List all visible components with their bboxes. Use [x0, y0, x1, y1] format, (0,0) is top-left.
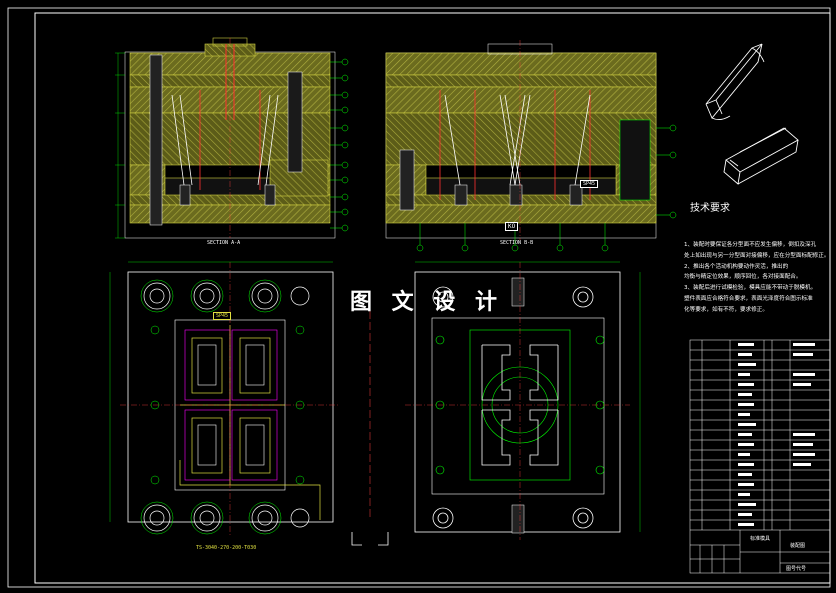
tech-note-line: 2、推出各个活动机构要动作灵活，推出的: [684, 263, 789, 270]
section-label-left: SECTION A-A: [207, 240, 241, 246]
bom-table: [689, 339, 831, 574]
technical-requirements-notes: 1、装配时要保证各分型面不应发生偏移，倒扣及深孔 处上如出现与另一分型面对接偏移…: [684, 240, 830, 316]
tech-note-line: 3、装配后进行试模检验，模具应能不带动于脱模机。: [684, 285, 817, 292]
tech-note-line: 1、装配时要保证各分型面不应发生偏移，倒扣及深孔: [684, 242, 817, 248]
part-isometric-bottom: [723, 127, 799, 185]
part-isometric-top: [705, 43, 765, 121]
plan-view-left: [109, 261, 340, 535]
title-block-sheet-label: 装配图: [790, 543, 806, 549]
sp-tag-right: SP45: [580, 180, 599, 188]
section-label-right: SECTION B-B: [500, 240, 534, 246]
overlay-watermark-title: 图 文 设 计: [350, 290, 503, 315]
title-block-drawing-name: 标准模具: [750, 536, 771, 542]
tech-note-line: 均衡与精定位效果，顺序回位，各对接面配合。: [684, 274, 802, 281]
title-block-number-label: 图号代号: [786, 566, 807, 572]
ko-tag: KO: [505, 222, 519, 231]
bottom-dimension-label: TS-3040-270-200-T030: [196, 545, 257, 551]
sp-tag-left: SP45: [213, 312, 232, 320]
plan-view-right: [405, 261, 641, 540]
tech-note-line: 处上如出现与另一分型面对接偏移，应在分型面标配修正。: [684, 252, 830, 259]
section-view-left: [115, 37, 349, 239]
tech-note-line: 化等要求，如有不符，要求修正。: [684, 306, 768, 313]
tech-note-line: 塑件表面应合格符合要求，表面光泽度符合图示标准: [684, 295, 813, 302]
bom-row-text: [738, 343, 815, 526]
inner-frame: [34, 12, 831, 584]
section-view-right: [385, 40, 677, 252]
technical-requirements-title: 技术要求: [690, 203, 730, 214]
